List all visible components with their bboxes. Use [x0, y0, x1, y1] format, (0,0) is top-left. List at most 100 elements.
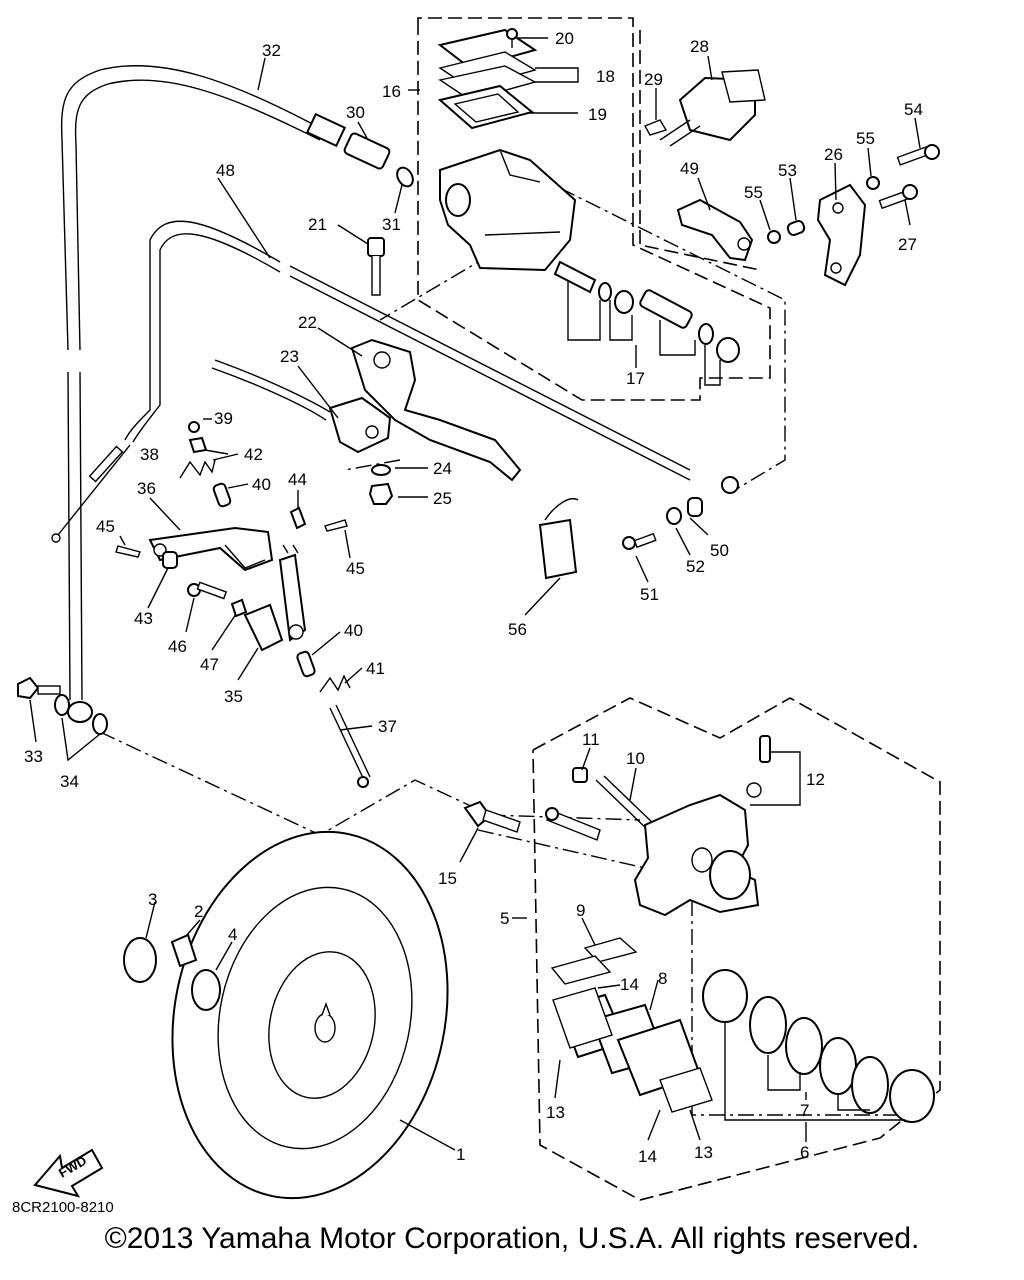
nut-38 [188, 436, 208, 454]
callout-35: 35 [224, 687, 243, 706]
piston-6-left [702, 969, 748, 1023]
switch-28 [659, 69, 766, 147]
callout-14-upper: 14 [620, 975, 639, 994]
callout-43: 43 [134, 609, 153, 628]
plug-11 [572, 767, 588, 783]
diaphragm-19 [437, 84, 535, 130]
piston-6-right [889, 1069, 935, 1123]
collar-53 [786, 220, 806, 236]
spring-42 [179, 459, 216, 479]
callout-19: 19 [588, 105, 607, 124]
callout-11: 11 [582, 730, 600, 749]
key-2 [170, 933, 198, 968]
callout-48: 48 [216, 161, 235, 180]
callout-7: 7 [800, 1101, 809, 1120]
callout-46: 46 [168, 637, 187, 656]
pin-40-lower [296, 650, 316, 678]
callout-47: 47 [200, 655, 219, 674]
bleeder-12 [746, 735, 771, 798]
bolt-51 [622, 532, 657, 550]
callout-26: 26 [824, 145, 843, 164]
caliper-group-outline [532, 697, 941, 1201]
callout-41: 41 [366, 659, 385, 678]
bolt-33 [17, 676, 61, 700]
callout-3: 3 [148, 890, 157, 909]
washer-24 [371, 464, 391, 476]
callout-40-upper: 40 [252, 475, 271, 494]
callout-12: 12 [806, 770, 825, 789]
brake-lever-22 [350, 338, 522, 482]
arm-35 [243, 544, 307, 652]
plate-56 [538, 498, 579, 580]
callout-36: 36 [137, 479, 156, 498]
bolt-21 [367, 237, 385, 296]
cotter-pin-45-left [115, 545, 141, 558]
callout-4: 4 [228, 925, 237, 944]
pedal-49 [676, 198, 754, 262]
callout-42: 42 [244, 445, 263, 464]
pin-40-upper [212, 482, 232, 508]
cotter-pin-45-right [324, 519, 348, 532]
master-cylinder-group-outline [417, 17, 771, 401]
collar-43 [162, 551, 178, 569]
callout-13-right: 13 [694, 1143, 713, 1162]
callout-30: 30 [346, 103, 365, 122]
bolt-27 [878, 184, 918, 210]
callout-1: 1 [456, 1145, 465, 1164]
callout-52: 52 [686, 557, 705, 576]
callout-53: 53 [778, 161, 797, 180]
pad-spring-9 [550, 937, 638, 985]
callout-24: 24 [433, 459, 452, 478]
callout-37: 37 [378, 717, 397, 736]
cable-48 [51, 220, 739, 543]
collar-50 [687, 497, 703, 517]
callout-10: 10 [626, 749, 645, 768]
spring-41 [319, 674, 351, 693]
washers-34 [54, 694, 108, 735]
callout-21: 21 [308, 215, 327, 234]
shims-14 [552, 987, 713, 1113]
circlip-3 [123, 937, 157, 983]
forward-arrow-icon: FWD [33, 1148, 104, 1198]
caliper-body [633, 793, 760, 917]
bolt-46 [187, 581, 228, 600]
cable-32 [60, 64, 414, 701]
washer-55-lower [767, 230, 781, 244]
leader-lines [29, 37, 921, 1151]
callout-45-right: 45 [346, 559, 365, 578]
callout-49: 49 [680, 159, 699, 178]
callout-29: 29 [644, 70, 663, 89]
callout-20: 20 [555, 29, 574, 48]
bolt-54 [896, 144, 940, 166]
callout-31: 31 [382, 215, 401, 234]
callout-51: 51 [640, 585, 659, 604]
callout-14-lower: 14 [638, 1147, 657, 1166]
callout-5: 5 [500, 909, 509, 928]
callout-56: 56 [508, 620, 527, 639]
callout-32: 32 [262, 41, 281, 60]
callout-55-left: 55 [744, 183, 763, 202]
brake-disc-1 [171, 830, 449, 1200]
screw-39 [188, 421, 200, 433]
bracket-26 [816, 183, 867, 287]
clip-44 [289, 506, 307, 530]
callout-6: 6 [800, 1143, 809, 1162]
callout-45-left: 45 [96, 517, 115, 536]
callout-17: 17 [626, 369, 645, 388]
callout-39: 39 [214, 409, 233, 428]
callout-34: 34 [60, 772, 79, 791]
callout-28: 28 [690, 37, 709, 56]
callout-18: 18 [596, 67, 615, 86]
drawing-code: 8CR2100-8210 [12, 1199, 114, 1216]
bolt-caliper-upper [545, 807, 601, 841]
callout-38: 38 [140, 445, 159, 464]
copyright-notice: ©2013 Yamaha Motor Corporation, U.S.A. A… [104, 1222, 920, 1255]
master-cylinder-body [439, 148, 577, 272]
screw-20 [506, 28, 518, 48]
callout-16: 16 [382, 82, 401, 101]
callout-33: 33 [24, 747, 43, 766]
callout-50: 50 [710, 541, 729, 560]
callout-55-right: 55 [856, 129, 875, 148]
nut-47 [230, 598, 248, 618]
washer-55-upper [866, 176, 880, 190]
